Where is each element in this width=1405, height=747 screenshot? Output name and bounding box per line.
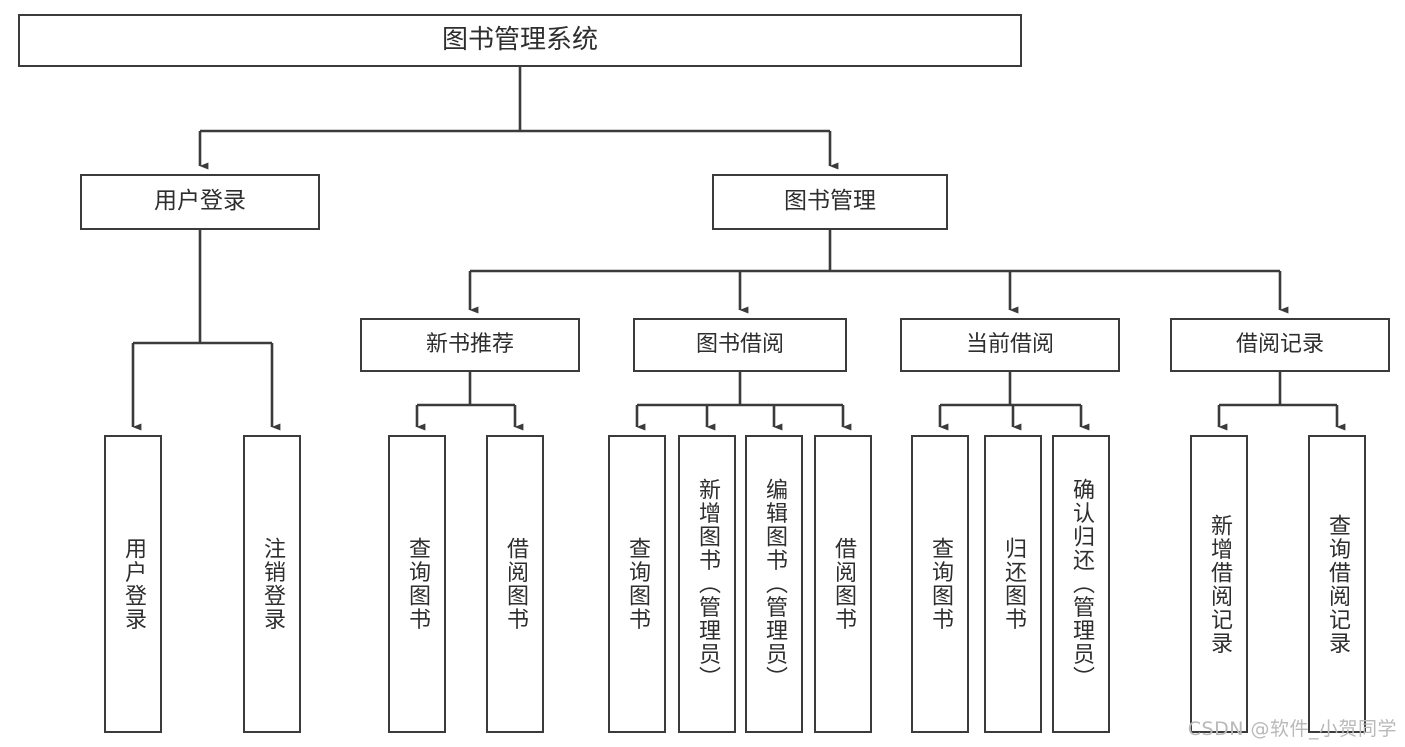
node-root-label: 图书管理系统 [441, 25, 598, 56]
node-leaf-query-book-3[interactable]: 查询图书 [911, 435, 969, 733]
node-leaf-borrow-book-1[interactable]: 借阅图书 [486, 435, 544, 733]
node-leaf-user-login-label: 用户登录 [120, 537, 146, 631]
node-leaf-query-book-1[interactable]: 查询图书 [388, 435, 446, 733]
node-leaf-confirm-return-label: 确认归还（管理员） [1068, 478, 1094, 690]
node-leaf-add-book[interactable]: 新增图书（管理员） [678, 435, 736, 733]
node-book-borrow-label: 图书借阅 [695, 332, 784, 358]
csdn-watermark: CSDN @软件_小贺同学 [1187, 718, 1397, 740]
node-borrow-record-label: 借阅记录 [1235, 332, 1324, 358]
node-leaf-user-logout-label: 注销登录 [259, 537, 285, 631]
node-leaf-user-login[interactable]: 用户登录 [104, 435, 162, 733]
node-leaf-add-record-label: 新增借阅记录 [1206, 513, 1232, 655]
node-leaf-edit-book-label: 编辑图书（管理员） [761, 478, 787, 690]
node-leaf-return-book[interactable]: 归还图书 [984, 435, 1042, 733]
node-current-borrow[interactable]: 当前借阅 [900, 318, 1120, 372]
node-book-manage[interactable]: 图书管理 [712, 174, 948, 230]
node-leaf-user-logout[interactable]: 注销登录 [243, 435, 301, 733]
node-leaf-query-book-3-label: 查询图书 [927, 537, 953, 631]
node-leaf-confirm-return[interactable]: 确认归还（管理员） [1052, 435, 1110, 733]
node-leaf-query-record-label: 查询借阅记录 [1324, 513, 1350, 655]
node-leaf-query-record[interactable]: 查询借阅记录 [1308, 435, 1366, 733]
node-leaf-borrow-book-1-label: 借阅图书 [502, 537, 528, 631]
node-leaf-add-book-label: 新增图书（管理员） [694, 478, 720, 690]
node-leaf-borrow-book-2[interactable]: 借阅图书 [814, 435, 872, 733]
node-leaf-query-book-2-label: 查询图书 [624, 537, 650, 631]
node-borrow-record[interactable]: 借阅记录 [1170, 318, 1390, 372]
node-new-book-rec-label: 新书推荐 [425, 332, 514, 358]
node-book-manage-label: 图书管理 [784, 188, 876, 215]
node-leaf-edit-book[interactable]: 编辑图书（管理员） [745, 435, 803, 733]
node-new-book-rec[interactable]: 新书推荐 [360, 318, 580, 372]
node-user-login-label: 用户登录 [154, 188, 246, 215]
node-leaf-borrow-book-2-label: 借阅图书 [830, 537, 856, 631]
node-leaf-add-record[interactable]: 新增借阅记录 [1190, 435, 1248, 733]
node-leaf-query-book-2[interactable]: 查询图书 [608, 435, 666, 733]
node-leaf-return-book-label: 归还图书 [1000, 537, 1026, 631]
node-leaf-query-book-1-label: 查询图书 [404, 537, 430, 631]
node-current-borrow-label: 当前借阅 [965, 332, 1054, 358]
node-user-login[interactable]: 用户登录 [80, 174, 320, 230]
node-root[interactable]: 图书管理系统 [18, 14, 1022, 67]
node-book-borrow[interactable]: 图书借阅 [633, 318, 847, 372]
